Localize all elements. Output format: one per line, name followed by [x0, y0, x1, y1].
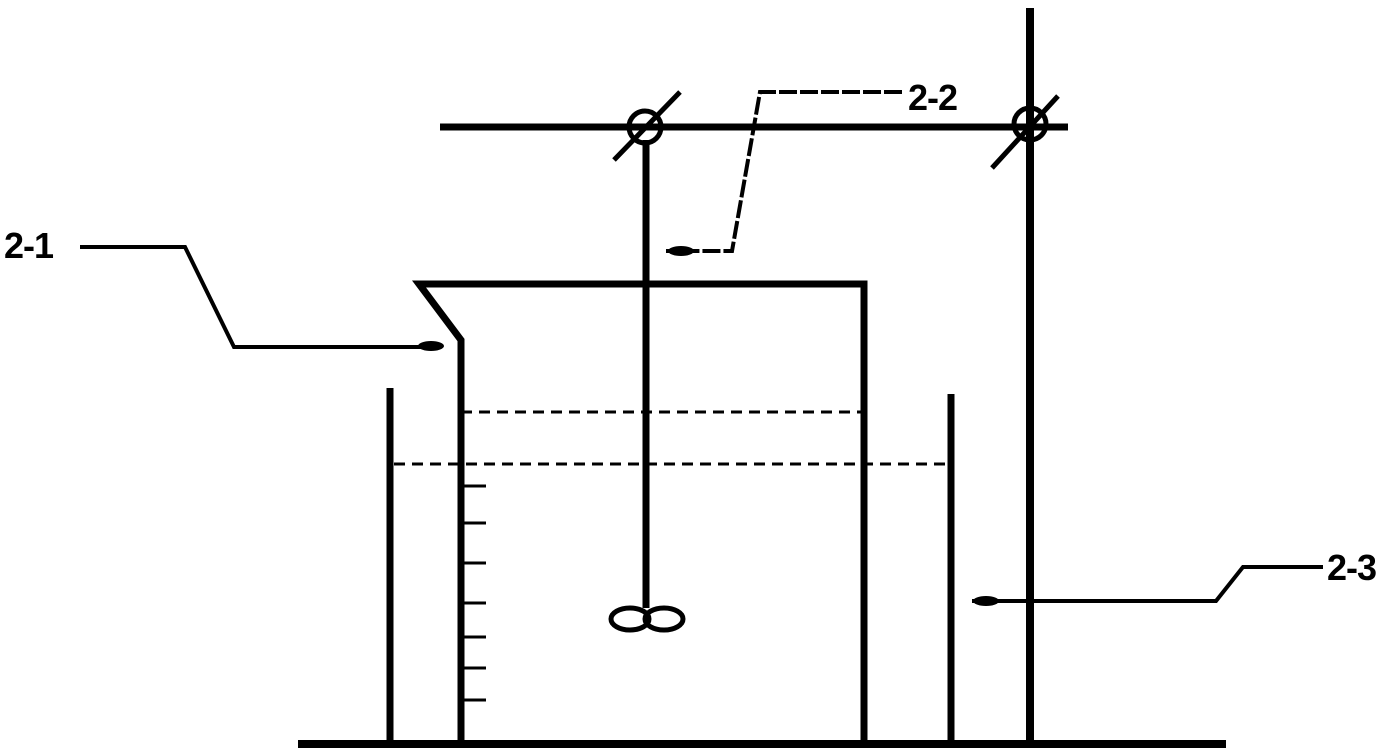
beaker-outline — [412, 280, 868, 744]
beaker-graduations — [461, 484, 486, 702]
leader-line-2-3 — [972, 565, 1323, 603]
label-water-bath: 2-3 — [1327, 547, 1377, 588]
leader-dot-2-2 — [668, 246, 694, 256]
leader-line-2-2 — [666, 90, 902, 253]
beaker — [412, 280, 868, 744]
stirrer-blade-right — [642, 605, 686, 633]
label-beaker: 2-1 — [4, 225, 54, 266]
stirrer — [608, 140, 686, 633]
stirrer-blade-left — [608, 605, 652, 633]
clamp-right — [990, 94, 1060, 170]
leader-dot-2-1 — [418, 341, 444, 351]
leader-dot-2-3 — [973, 596, 999, 606]
label-stirrer: 2-2 — [908, 77, 958, 118]
leader-line-2-1 — [80, 245, 440, 349]
